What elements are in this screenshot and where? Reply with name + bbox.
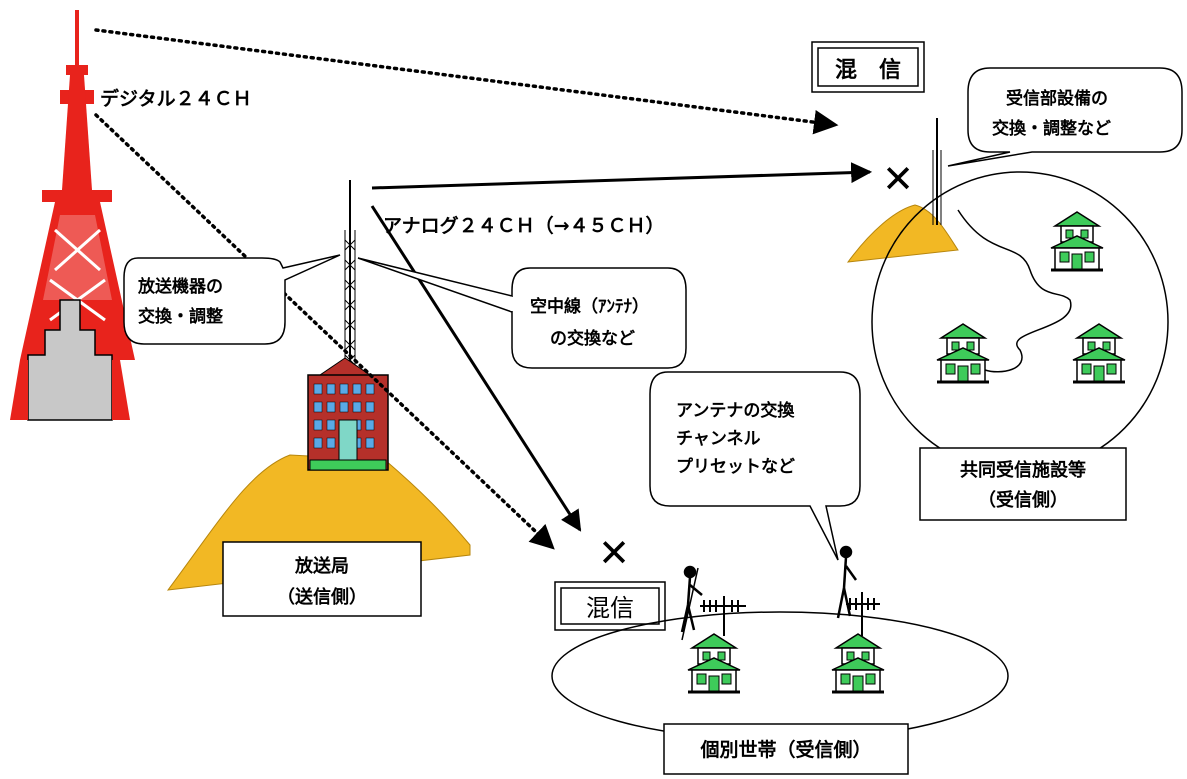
callout-receiving-equipment: 受信部設備の 交換・調整など (947, 67, 1183, 167)
household-antenna-1 (700, 596, 746, 636)
broadcast-building (307, 357, 389, 471)
callout-antenna-exchange: アンテナの交換 チャンネル プリセットなど (649, 371, 861, 561)
transmission-tower (10, 10, 135, 421)
callout-line-3: プリセットなど (676, 456, 795, 477)
callout-line-1: 受信部設備の (1006, 88, 1108, 109)
interference-box-top: 混 信 (811, 41, 925, 93)
callout-line-2: 交換・調整 (138, 306, 223, 327)
station-antenna (344, 180, 356, 375)
households-area (551, 611, 1009, 741)
callout-broadcast-equipment: 放送機器の 交換・調整 (123, 254, 341, 345)
callout-line-2: 交換・調整など (992, 118, 1111, 139)
receiving-hill (846, 204, 959, 263)
household-house-1 (686, 632, 742, 694)
worker-figure-1 (680, 565, 703, 641)
blocked-marker-top: ✕ (882, 157, 914, 201)
box-line-2: （受信側） (978, 489, 1068, 511)
shared-cable (957, 209, 1072, 373)
individual-households-box: 個別世帯（受信側） (663, 723, 909, 775)
callout-line-2: チャンネル (676, 429, 761, 449)
digital-signal-line-2 (94, 113, 555, 550)
box-label: 個別世帯（受信側） (699, 738, 871, 761)
analog-channel-label: アナログ２４ＣＨ（→４５ＣＨ） (383, 214, 665, 237)
callout-line-2: の交換など (550, 328, 635, 349)
household-house-2 (830, 632, 886, 694)
shared-house-1 (1049, 210, 1105, 272)
worker-figure-2 (836, 545, 858, 619)
receiving-antenna (932, 118, 942, 225)
callout-line-1: アンテナの交換 (676, 400, 795, 421)
interference-box-bottom: 混信 (554, 581, 666, 631)
callout-line-1: 空中線（ｱﾝﾃﾅ） (530, 296, 649, 317)
interference-label: 混 信 (835, 57, 901, 83)
interference-label: 混信 (586, 594, 634, 622)
callout-line-1: 放送機器の (137, 276, 223, 297)
shared-facility-box: 共同受信施設等 （受信側） (919, 447, 1127, 521)
shared-house-2 (935, 322, 991, 384)
box-line-1: 共同受信施設等 (960, 459, 1086, 481)
box-line-1: 放送局 (294, 555, 349, 577)
shared-house-3 (1071, 322, 1127, 384)
digital-channel-label: デジタル２４ＣＨ (100, 87, 252, 110)
analog-signal-line-1 (371, 162, 873, 190)
digital-signal-line-1 (94, 28, 839, 135)
household-antenna-2 (846, 592, 880, 636)
broadcast-station-box: 放送局 （送信側） (222, 541, 422, 617)
callout-antenna-wire: 空中線（ｱﾝﾃﾅ） の交換など (357, 257, 687, 369)
analog-signal-line-2 (370, 205, 582, 532)
blocked-marker-bottom: ✕ (598, 531, 630, 575)
box-line-2: （送信側） (277, 586, 367, 608)
